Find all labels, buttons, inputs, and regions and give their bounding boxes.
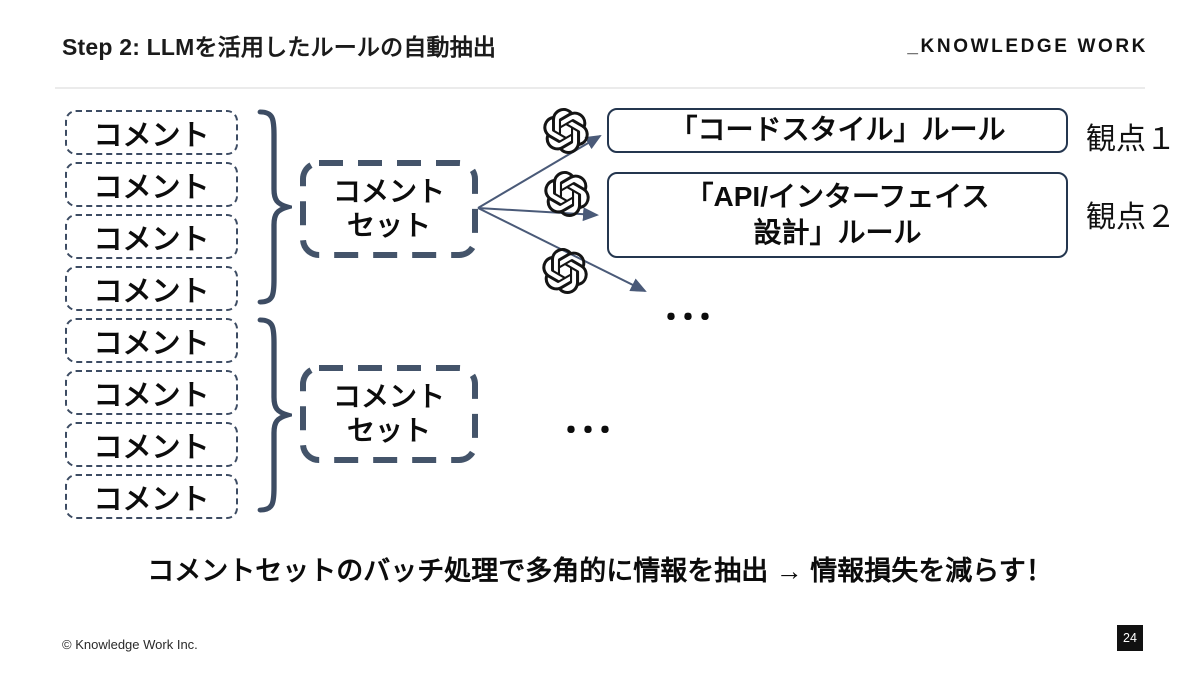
brand-logo: _KNOWLEDGE WORK	[907, 36, 1148, 57]
viewpoint-2-label: 観点２	[1086, 201, 1176, 234]
comment-sets-ellipsis: ・・・	[556, 415, 620, 448]
page-number-badge: 24	[1117, 625, 1143, 651]
comment-set-label: コメント セット	[332, 380, 445, 446]
header-divider	[55, 87, 1145, 89]
rule-box-api-interface: 「API/インターフェイス 設計」ルール	[607, 172, 1068, 258]
summary-message: コメントセットのバッチ処理で多角的に情報を抽出 → 情報損失を減らす！	[147, 556, 1053, 586]
brace-group-1	[256, 108, 292, 306]
comment-set-box-1: コメント セット	[299, 159, 479, 259]
openai-logo-icon	[542, 248, 588, 294]
comment-box: コメント	[65, 266, 238, 311]
openai-logo-icon	[543, 108, 589, 154]
openai-logo-icon	[544, 171, 590, 217]
comment-box: コメント	[65, 318, 238, 363]
comment-set-label: コメント セット	[332, 175, 445, 241]
rule-box-code-style: 「コードスタイル」ルール	[607, 108, 1068, 153]
viewpoint-1-label: 観点１	[1086, 123, 1176, 156]
comment-box: コメント	[65, 370, 238, 415]
page-title: Step 2: LLMを活用したルールの自動抽出	[62, 34, 497, 60]
comment-set-box-2: コメント セット	[299, 364, 479, 464]
comment-box: コメント	[65, 110, 238, 155]
comment-box: コメント	[65, 422, 238, 467]
copyright-text: © Knowledge Work Inc.	[62, 637, 198, 652]
comment-box: コメント	[65, 214, 238, 259]
brace-group-2	[256, 316, 292, 514]
comment-box: コメント	[65, 474, 238, 519]
comment-box: コメント	[65, 162, 238, 207]
page-number: 24	[1123, 631, 1137, 645]
rules-ellipsis: ・・・	[656, 302, 720, 335]
